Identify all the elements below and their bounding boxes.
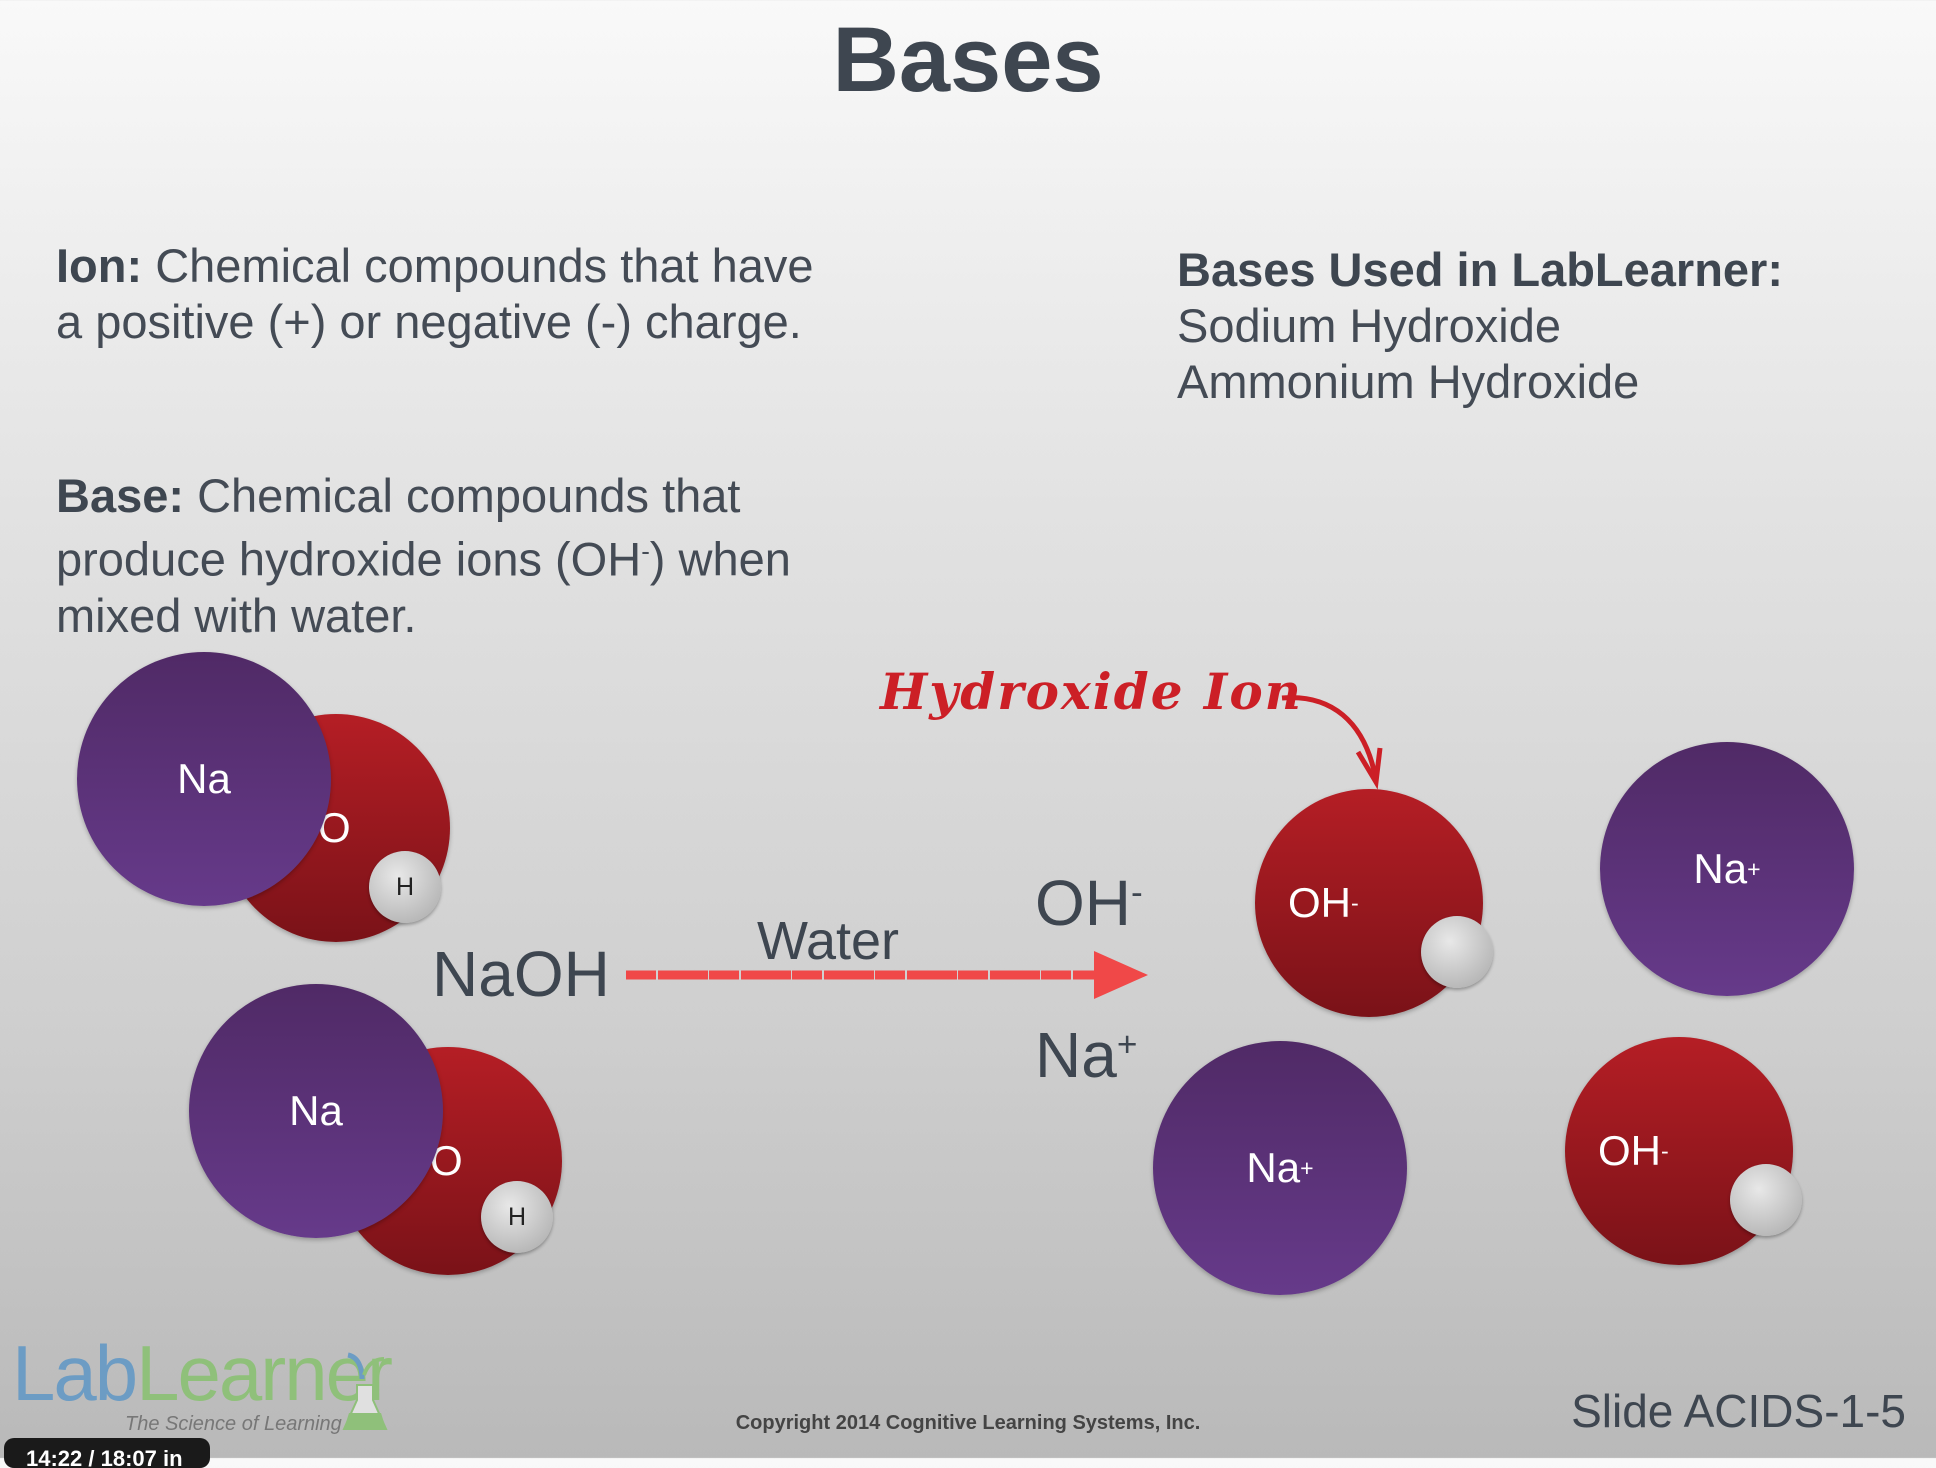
- hydroxide-annotation: Hydroxide Ion: [880, 662, 1304, 721]
- lablearner-logo: LabLearner: [12, 1334, 393, 1412]
- base-term: Base:: [56, 469, 185, 522]
- slide-label: Slide ACIDS-1-5: [1571, 1385, 1906, 1437]
- hydrogen-atom: [1730, 1164, 1802, 1236]
- sodium-ion: Na+: [1153, 1041, 1407, 1295]
- logo-tagline: The Science of Learning: [125, 1413, 342, 1435]
- charge: -: [1131, 872, 1143, 912]
- product-sodium: Na+: [1035, 1018, 1137, 1092]
- product-formula: OH: [1035, 867, 1131, 939]
- sodium-atom: Na: [189, 984, 443, 1238]
- hydrogen-label: H: [507, 1202, 527, 1231]
- base-item: Sodium Hydroxide: [1177, 299, 1562, 352]
- charge: -: [1661, 1137, 1669, 1164]
- base-definition-text: Chemical compounds that produce hydroxid…: [56, 469, 741, 586]
- annotation-arrow-icon: [1281, 695, 1383, 790]
- video-time-overlay[interactable]: 14:22 / 18:07 in: [4, 1438, 210, 1468]
- hydrogen-atom: [1421, 916, 1493, 988]
- product-formula: Na: [1035, 1019, 1117, 1091]
- charge: -: [1351, 889, 1359, 916]
- hydrogen-atom: H: [481, 1181, 553, 1253]
- hydrogen-label: H: [395, 872, 415, 901]
- charge: +: [1300, 1154, 1314, 1181]
- superscript: -: [641, 538, 650, 566]
- sodium-label: Na: [177, 755, 231, 802]
- arrow-label: Water: [757, 911, 900, 971]
- ion-definition-text: Chemical compounds that have a positive …: [56, 239, 814, 348]
- flask-icon: [342, 1352, 388, 1430]
- hydrogen-atom: H: [369, 851, 441, 923]
- sodium-label: Na: [289, 1087, 343, 1134]
- base-definition: Base: Chemical compounds that produce hy…: [56, 468, 856, 644]
- bases-used-list: Bases Used in LabLearner: Sodium Hydroxi…: [1177, 242, 1783, 410]
- charge: +: [1116, 1024, 1138, 1064]
- ion-label: OH: [1598, 1127, 1661, 1174]
- copyright: Copyright 2014 Cognitive Learning System…: [735, 1412, 1201, 1434]
- base-definition-text-2: ) when mixed with water.: [56, 532, 791, 642]
- ion-definition: Ion: Chemical compounds that have a posi…: [56, 238, 816, 350]
- bases-used-heading: Bases Used in LabLearner:: [1177, 243, 1783, 296]
- ion-label: Na: [1246, 1144, 1301, 1191]
- base-item: Ammonium Hydroxide: [1177, 355, 1640, 408]
- reactant-formula: NaOH: [432, 938, 610, 1010]
- sodium-ion: Na+: [1600, 742, 1854, 996]
- reaction-arrow-icon: [626, 951, 1148, 999]
- time-readout: 14:22 / 18:07 in: [26, 1446, 183, 1468]
- slide-title: Bases: [832, 9, 1104, 111]
- ion-label: Na: [1693, 845, 1748, 892]
- ion-term: Ion:: [56, 239, 143, 292]
- logo-learner: Learner: [136, 1329, 393, 1417]
- product-hydroxide: OH-: [1035, 866, 1143, 940]
- charge: +: [1747, 855, 1761, 882]
- logo-lab: Lab: [12, 1329, 138, 1417]
- ion-label: OH: [1288, 879, 1351, 926]
- sodium-atom: Na: [77, 652, 331, 906]
